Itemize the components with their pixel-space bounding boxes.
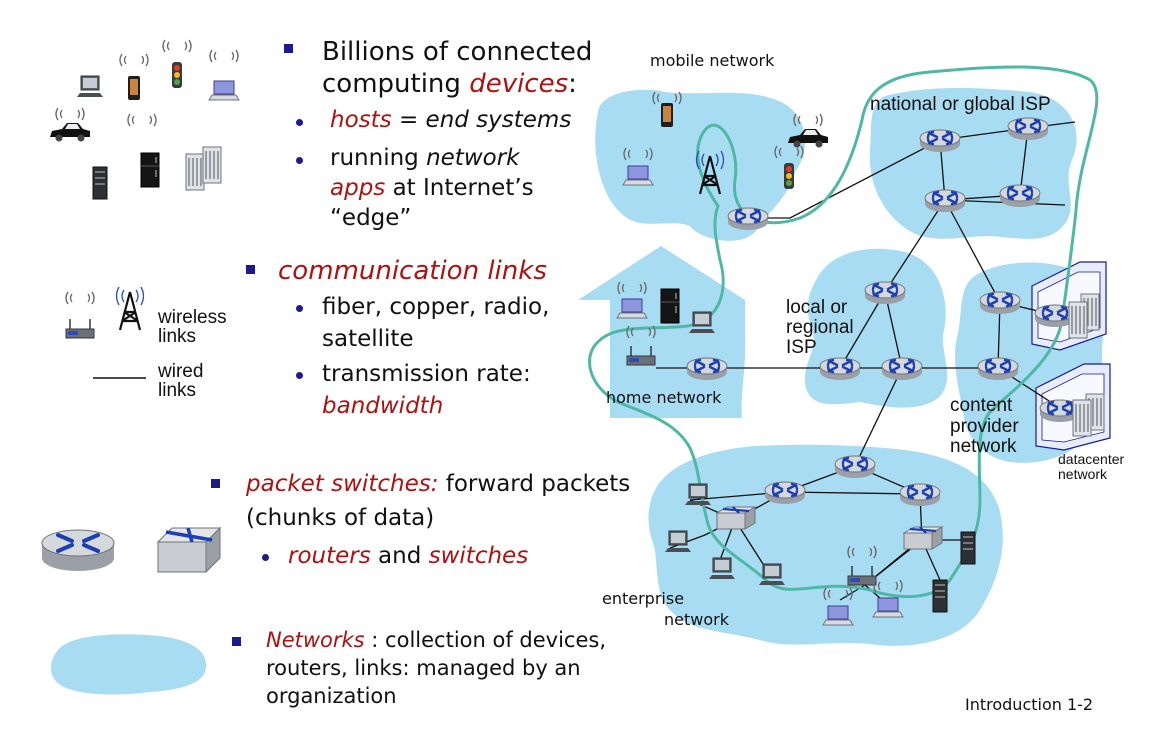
networks-line3: organization — [266, 684, 397, 708]
wireless-legend-icon — [65, 285, 145, 339]
router-legend-icon — [41, 529, 115, 571]
sub-bullet-marker — [296, 372, 303, 379]
mobile-network-label: mobile network — [650, 51, 775, 70]
bullet-marker — [284, 44, 293, 53]
links-sub2-line2: bandwidth — [322, 393, 444, 419]
bullet-marker — [246, 265, 255, 274]
links-sub2-line1: transmission rate: — [322, 361, 531, 387]
communication-links-title: communication links — [278, 256, 547, 286]
global-isp-label: national or global ISP — [870, 94, 1051, 115]
links-sub1-line1: fiber, copper, radio, — [322, 294, 550, 320]
slide-number: Introduction 1-2 — [965, 695, 1094, 714]
sub-bullet-marker — [296, 305, 303, 312]
sub-bullet-marker — [296, 157, 303, 164]
home-network-label: home network — [606, 388, 722, 407]
packet-switches-line1: packet switches: forward packets — [246, 471, 631, 497]
hosts-line: hosts = end systems — [330, 107, 572, 133]
links-sub1-line2: satellite — [322, 326, 414, 352]
network-apps-line3: “edge” — [330, 205, 412, 231]
enterprise-network-label-line2: network — [664, 610, 729, 629]
switch-legend-icon — [156, 526, 222, 574]
sub-bullet-marker — [296, 119, 303, 126]
network-apps-line1: running network — [330, 145, 520, 171]
sub-bullet-marker — [262, 554, 269, 561]
networks-line1: Networks : collection of devices, — [266, 628, 606, 652]
routers-switches-line: routers and switches — [288, 543, 529, 569]
packet-path — [588, 65, 1099, 599]
devices-line1: Billions of connected — [322, 37, 593, 67]
devices-line2: computing devices: — [322, 69, 577, 99]
devices-illustration — [50, 39, 240, 200]
network-legend-blob — [50, 634, 207, 695]
network-apps-line2: apps at Internet’s — [330, 175, 534, 201]
networks-line2: routers, links: managed by an — [266, 656, 581, 680]
packet-switches-line2: (chunks of data) — [246, 505, 435, 531]
bullet-marker — [232, 637, 241, 646]
enterprise-network-label-line1: enterprise — [602, 589, 685, 608]
bullet-marker — [211, 479, 220, 488]
